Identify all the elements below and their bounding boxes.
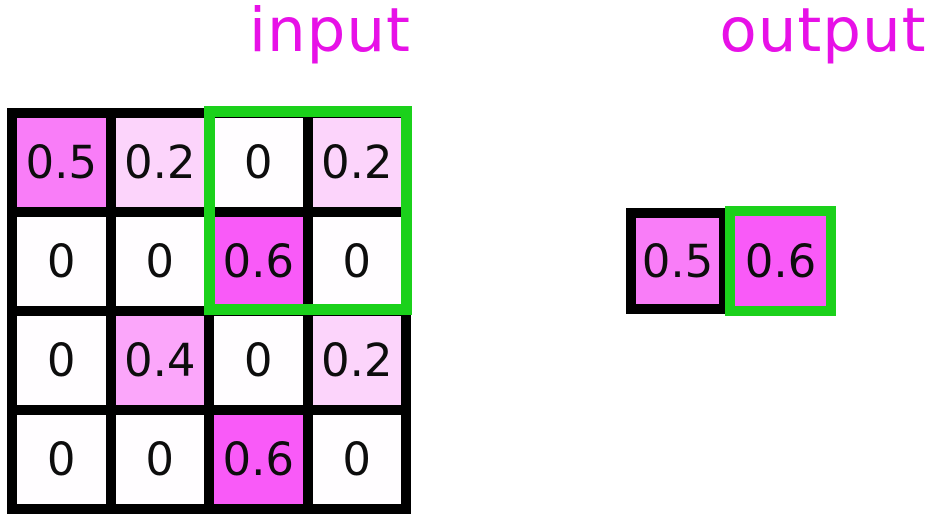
input-cell-r1-c3: 0 bbox=[312, 217, 401, 306]
input-cell-r0-c1: 0.2 bbox=[115, 118, 204, 207]
input-cell-r2-c3: 0.2 bbox=[312, 316, 401, 405]
input-cell-r1-c2: 0.6 bbox=[214, 217, 303, 306]
output-cell-1-highlighted: 0.6 bbox=[725, 206, 836, 316]
input-cell-r0-c2: 0 bbox=[214, 118, 303, 207]
input-cell-r1-c1: 0 bbox=[115, 217, 204, 306]
input-title: input bbox=[249, 0, 411, 66]
input-cell-r0-c3: 0.2 bbox=[312, 118, 401, 207]
input-cell-r3-c3: 0 bbox=[312, 415, 401, 504]
input-cell-r2-c1: 0.4 bbox=[115, 316, 204, 405]
input-cell-r0-c0: 0.5 bbox=[17, 118, 106, 207]
output-title: output bbox=[719, 0, 927, 66]
input-cell-r2-c0: 0 bbox=[17, 316, 106, 405]
input-cell-r3-c0: 0 bbox=[17, 415, 106, 504]
input-cell-r3-c1: 0 bbox=[115, 415, 204, 504]
input-cell-r2-c2: 0 bbox=[214, 316, 303, 405]
input-cell-r1-c0: 0 bbox=[17, 217, 106, 306]
input-cell-r3-c2: 0.6 bbox=[214, 415, 303, 504]
output-cell-0: 0.5 bbox=[626, 208, 729, 314]
